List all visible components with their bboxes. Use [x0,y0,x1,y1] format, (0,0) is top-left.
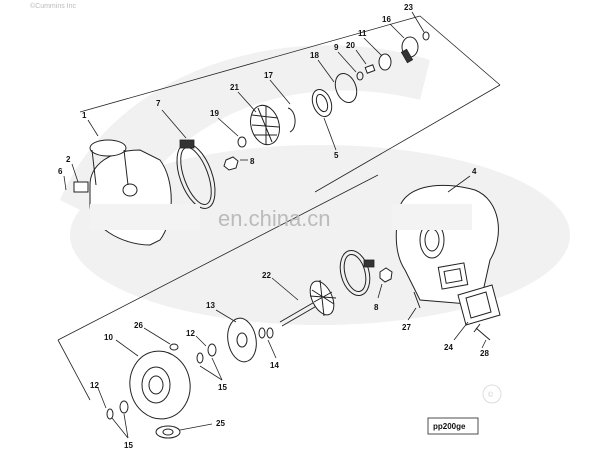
copyright-mark: © [488,391,494,399]
callout-23: 23 [404,3,413,12]
thrust-collar-11 [378,53,392,71]
callout-22: 22 [262,271,271,280]
watermark-main: en.china.cn [218,206,331,231]
copyright-circle [482,384,502,404]
callout-15-upper: 15 [218,383,227,392]
watermark-blur-right [392,204,472,230]
callout-13: 13 [206,301,215,310]
o-ring-18 [334,72,358,104]
oil-drain-gasket [155,425,181,439]
compressor-wheel [250,104,280,146]
washer-19 [237,136,247,148]
callout-27: 27 [402,323,411,332]
callout-labels: 1 2 6 7 19 21 17 18 9 20 11 16 23 8 5 4 … [58,3,489,450]
turbine-bolt [473,323,491,341]
callout-28: 28 [480,349,489,358]
backplate [227,317,257,363]
figure-code-box [427,417,479,435]
callout-2: 2 [66,155,71,164]
retaining-ring-lower [106,408,114,420]
callout-15-lower: 15 [124,441,133,450]
watermark-top: ©Cummins Inc [30,2,76,10]
callout-12-upper: 12 [186,329,195,338]
frame-line-lower [57,174,379,341]
callout-19: 19 [210,109,219,118]
snap-ring-17 [287,107,296,133]
piston-ring-a [258,327,266,339]
ring-9 [356,71,364,81]
watermark-blur-left [90,204,200,230]
washer-23 [422,31,430,41]
callout-6: 6 [58,167,63,176]
callout-4: 4 [472,167,477,176]
frame-line-top [79,15,421,113]
callout-8-lower: 8 [374,303,379,312]
lock-nut-upper [223,156,239,171]
callout-9: 9 [334,43,339,52]
frame-line-right [419,15,501,86]
o-ring-26 [169,343,179,351]
callout-26: 26 [134,321,143,330]
bearing-housing [129,350,191,420]
turbine-shaft-wheel [279,279,337,327]
callout-17: 17 [264,71,273,80]
stud-27 [413,291,421,309]
callout-7: 7 [156,99,161,108]
callout-11: 11 [358,29,367,38]
frame-line-left [57,339,91,401]
figure-code: pp200ge [433,422,466,431]
callout-5: 5 [334,151,339,160]
retaining-ring-upper [196,352,204,364]
callout-10: 10 [104,333,113,342]
callout-18: 18 [310,51,319,60]
callout-12-lower: 12 [90,381,99,390]
turbine-gasket [457,284,501,326]
journal-bearing-lower [119,400,129,414]
journal-bearing-upper [207,343,217,357]
clamp-band [176,139,216,209]
piston-ring-b [266,327,274,339]
thrust-bearing [400,36,419,64]
callout-24: 24 [444,343,453,352]
frame-line-mid [314,84,501,193]
callout-16: 16 [382,15,391,24]
leader-lines [63,11,487,439]
callout-21: 21 [230,83,239,92]
callout-14: 14 [270,361,279,370]
callout-1: 1 [82,111,87,120]
callout-25: 25 [216,419,225,428]
sleeve-20 [364,64,376,74]
v-band-clamp [339,249,375,297]
callout-8-upper: 8 [250,157,255,166]
callout-20: 20 [346,41,355,50]
lock-nut-lower [379,267,393,283]
